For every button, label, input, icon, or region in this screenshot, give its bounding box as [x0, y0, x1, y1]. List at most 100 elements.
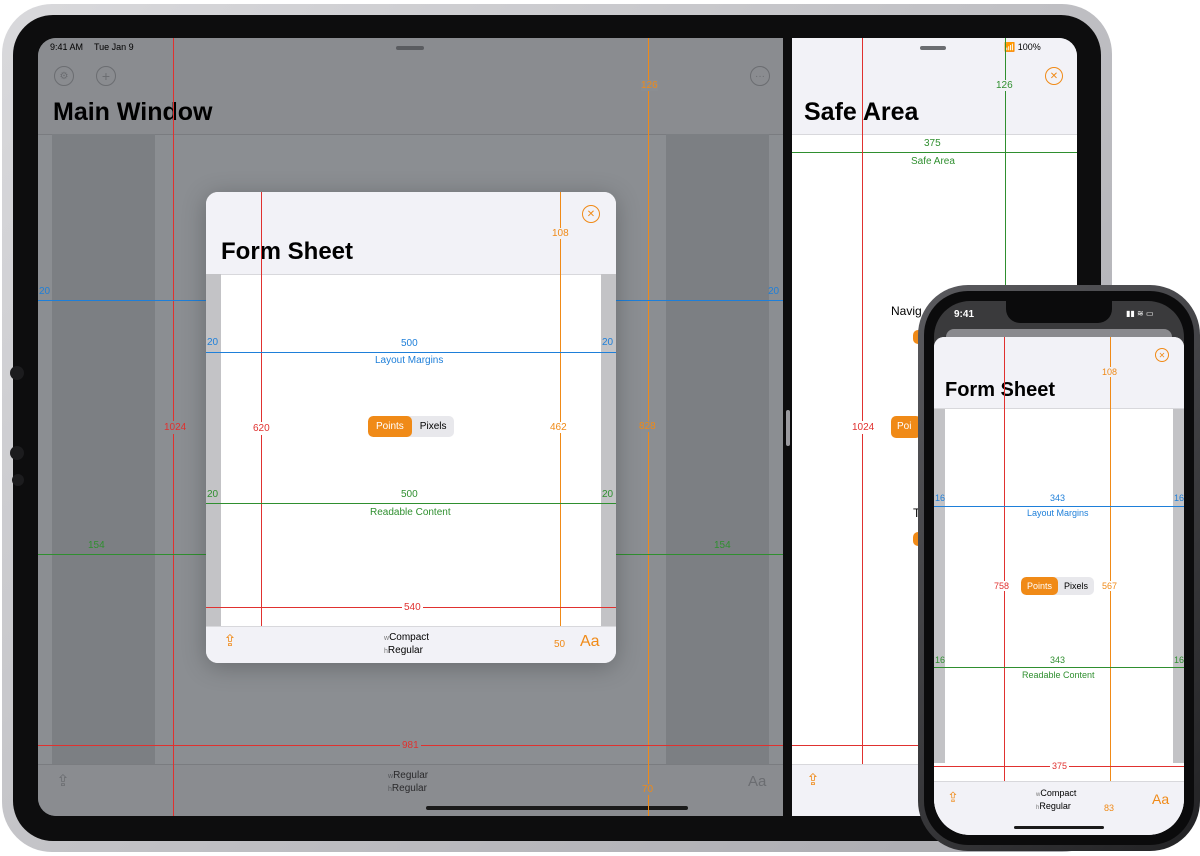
- form-sheet-header: [934, 337, 1184, 409]
- status-icons: ▮▮ ≋ ▭: [1126, 309, 1154, 318]
- multitask-handle[interactable]: [920, 46, 946, 50]
- status-date: Tue Jan 9: [94, 42, 134, 52]
- share-icon[interactable]: ⇪: [223, 633, 237, 650]
- multitask-handle[interactable]: [396, 46, 424, 50]
- width-label: 981: [400, 740, 421, 751]
- height-label: 620: [251, 422, 272, 435]
- header-height-label: 108: [552, 228, 569, 239]
- margin-right-label: 20: [768, 286, 780, 297]
- height-label: 1024: [850, 421, 877, 434]
- left-margin-gutter: [934, 409, 945, 763]
- status-battery: 📶 100%: [1004, 42, 1041, 52]
- left-gutter: [52, 134, 155, 764]
- margin-right-label: 16: [1174, 493, 1184, 503]
- sensor-dot: [12, 474, 24, 486]
- home-indicator: [426, 806, 688, 810]
- share-icon[interactable]: ⇪: [56, 773, 70, 790]
- partial-label: T: [913, 506, 921, 520]
- toolbar-height-label: 50: [554, 639, 566, 650]
- readable-width-label: 500: [401, 489, 418, 500]
- more-icon[interactable]: ···: [750, 66, 770, 86]
- safe-area-caption: Safe Area: [911, 156, 955, 167]
- form-sheet-title: Form Sheet: [945, 379, 1056, 401]
- layout-margins-caption: Layout Margins: [1027, 508, 1089, 518]
- close-icon[interactable]: ✕: [1045, 67, 1063, 85]
- font-button[interactable]: Aa: [748, 773, 767, 790]
- right-gutter: [666, 134, 769, 764]
- add-icon[interactable]: +: [96, 66, 116, 86]
- readable-left-label: 20: [207, 489, 219, 500]
- notch: [1006, 301, 1112, 323]
- readable-left-label: 16: [935, 655, 946, 665]
- margin-right-label: 20: [602, 337, 614, 348]
- header-height-label: 126: [641, 80, 658, 91]
- form-sheet: ✕ Form Sheet 620 108 462 20 20 500 Layou…: [206, 192, 616, 663]
- readable-content-caption: Readable Content: [1022, 670, 1095, 680]
- right-margin-gutter: [601, 274, 616, 626]
- layout-margins-caption: Layout Margins: [375, 355, 444, 366]
- camera-dot: [10, 366, 24, 380]
- readable-right-label: 20: [602, 489, 614, 500]
- segment-points[interactable]: Points: [368, 416, 412, 437]
- layout-margins-line: [206, 352, 616, 353]
- height-label: 1024: [162, 421, 189, 434]
- sheet-width-label: 540: [402, 602, 423, 613]
- settings-icon[interactable]: ⚙: [54, 66, 74, 86]
- toolbar-height-label: 70: [642, 784, 654, 795]
- gutter-left-label: 154: [88, 540, 105, 551]
- header-height-label: 126: [996, 80, 1013, 91]
- gutter-right-label: 154: [714, 540, 731, 551]
- font-button[interactable]: Aa: [1152, 791, 1170, 807]
- page-title: Safe Area: [804, 98, 919, 126]
- margin-left-label: 16: [935, 493, 946, 503]
- form-sheet-toolbar: [206, 626, 616, 663]
- partial-segment[interactable]: Poi: [891, 416, 921, 438]
- font-button[interactable]: Aa: [580, 633, 600, 650]
- partial-label: Navig: [891, 304, 922, 318]
- left-margin-gutter: [206, 274, 221, 626]
- layout-width-label: 343: [1050, 493, 1066, 503]
- readable-width-label: 343: [1050, 655, 1066, 665]
- safe-width-label: 375: [924, 138, 941, 149]
- layout-width-label: 500: [401, 338, 418, 349]
- points-pixels-segment[interactable]: Points Pixels: [368, 416, 455, 437]
- close-icon[interactable]: ✕: [582, 205, 600, 223]
- size-class-label: wCompact hRegular: [384, 632, 430, 656]
- content-height-label: 462: [550, 422, 567, 433]
- readable-content-caption: Readable Content: [370, 507, 451, 518]
- margin-left-label: 20: [39, 286, 51, 297]
- home-indicator: [1014, 826, 1104, 829]
- form-sheet-title: Form Sheet: [221, 238, 354, 265]
- sensor-dot: [10, 446, 24, 460]
- margin-left-label: 20: [207, 337, 219, 348]
- split-view-divider[interactable]: [786, 410, 790, 446]
- readable-content-line: [206, 503, 616, 504]
- toolbar-height-label: 83: [1104, 803, 1115, 813]
- safe-width-line: [792, 152, 1077, 153]
- header-height-label: 108: [1102, 367, 1118, 377]
- readable-content-line: [934, 667, 1184, 668]
- content-height-label: 567: [1102, 581, 1118, 591]
- segment-pixels[interactable]: Pixels: [419, 421, 447, 432]
- right-margin-gutter: [1173, 409, 1184, 763]
- main-window: 9:41 AM Tue Jan 9 ⚙ + ··· Main Window ⇪ …: [38, 38, 783, 816]
- iphone-screen: 9:41 ▮▮ ≋ ▭ ✕ Form Sheet 758 108 567 16 …: [934, 301, 1184, 835]
- form-sheet-header: [206, 192, 616, 275]
- status-time: 9:41: [954, 309, 975, 320]
- page-title: Main Window: [53, 98, 213, 126]
- iphone-form-sheet: ✕ Form Sheet 758 108 567 16 16 343 Layou…: [934, 337, 1184, 835]
- safe-area-header: [792, 38, 1077, 135]
- size-class-label: wCompact hRegular: [1036, 788, 1077, 811]
- segment-points[interactable]: Points: [1021, 577, 1059, 595]
- main-window-header: [38, 38, 783, 135]
- points-pixels-segment[interactable]: Points Pixels: [1021, 577, 1095, 595]
- status-time: 9:41 AM: [50, 42, 84, 52]
- readable-right-label: 16: [1174, 655, 1184, 665]
- share-icon[interactable]: ⇪: [947, 788, 959, 805]
- share-icon[interactable]: ⇪: [806, 772, 820, 789]
- segment-pixels[interactable]: Pixels: [1064, 581, 1089, 591]
- size-class-label: wRegular hRegular: [388, 770, 429, 794]
- height-label: 758: [994, 581, 1010, 591]
- layout-margins-line: [934, 506, 1184, 507]
- close-icon[interactable]: ✕: [1155, 348, 1169, 362]
